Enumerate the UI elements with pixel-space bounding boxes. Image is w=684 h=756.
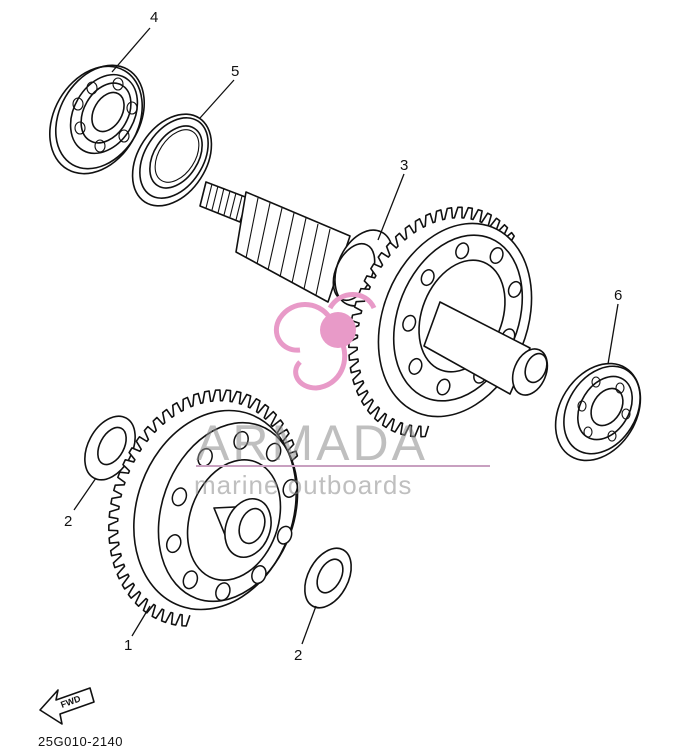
drawing-code: 25G010-2140: [38, 734, 123, 749]
gear-hole: [436, 378, 451, 396]
callout-5: 5: [199, 63, 239, 119]
part-1-gear: [108, 389, 299, 627]
gear-hole: [507, 280, 522, 298]
gear-hole: [276, 525, 293, 545]
part-4-bearing: [48, 64, 146, 175]
gear-hole: [282, 478, 299, 498]
watermark: ARMADA marine outboards: [194, 292, 490, 500]
part-3-shaft-gear: [199, 181, 549, 438]
gear-hole: [171, 487, 188, 507]
callout-1: 1: [124, 605, 151, 654]
armada-logo-icon: [273, 292, 377, 391]
part-6-bearing: [554, 362, 642, 462]
gear-hole: [215, 582, 231, 602]
gear-hole: [402, 314, 417, 332]
gear-hole: [182, 570, 199, 590]
callout-2-right: 2: [294, 605, 317, 664]
gear-hole: [251, 565, 267, 585]
gear-hole: [233, 430, 249, 450]
watermark-tagline: marine outboards: [194, 470, 412, 500]
svg-text:2: 2: [64, 513, 72, 530]
callout-2-left: 2: [64, 477, 97, 530]
gear-hole: [408, 357, 423, 375]
watermark-brand: ARMADA: [196, 415, 428, 471]
svg-text:1: 1: [124, 637, 132, 654]
part-5-oil-seal: [131, 113, 213, 207]
svg-text:4: 4: [150, 9, 158, 26]
svg-text:3: 3: [400, 157, 408, 174]
callout-6: 6: [607, 287, 622, 365]
callout-4: 4: [111, 9, 158, 73]
part-2-washer-right: [304, 547, 352, 609]
svg-text:2: 2: [294, 647, 302, 664]
gear-hole: [489, 247, 504, 265]
callout-3: 3: [377, 157, 408, 241]
svg-text:5: 5: [231, 63, 239, 80]
svg-text:6: 6: [614, 287, 622, 304]
fwd-arrow-icon: FWD: [39, 687, 95, 725]
gear-hole: [265, 442, 282, 462]
gear-hole: [165, 534, 182, 554]
gear-hole: [455, 242, 470, 260]
gear-hole: [420, 269, 435, 287]
